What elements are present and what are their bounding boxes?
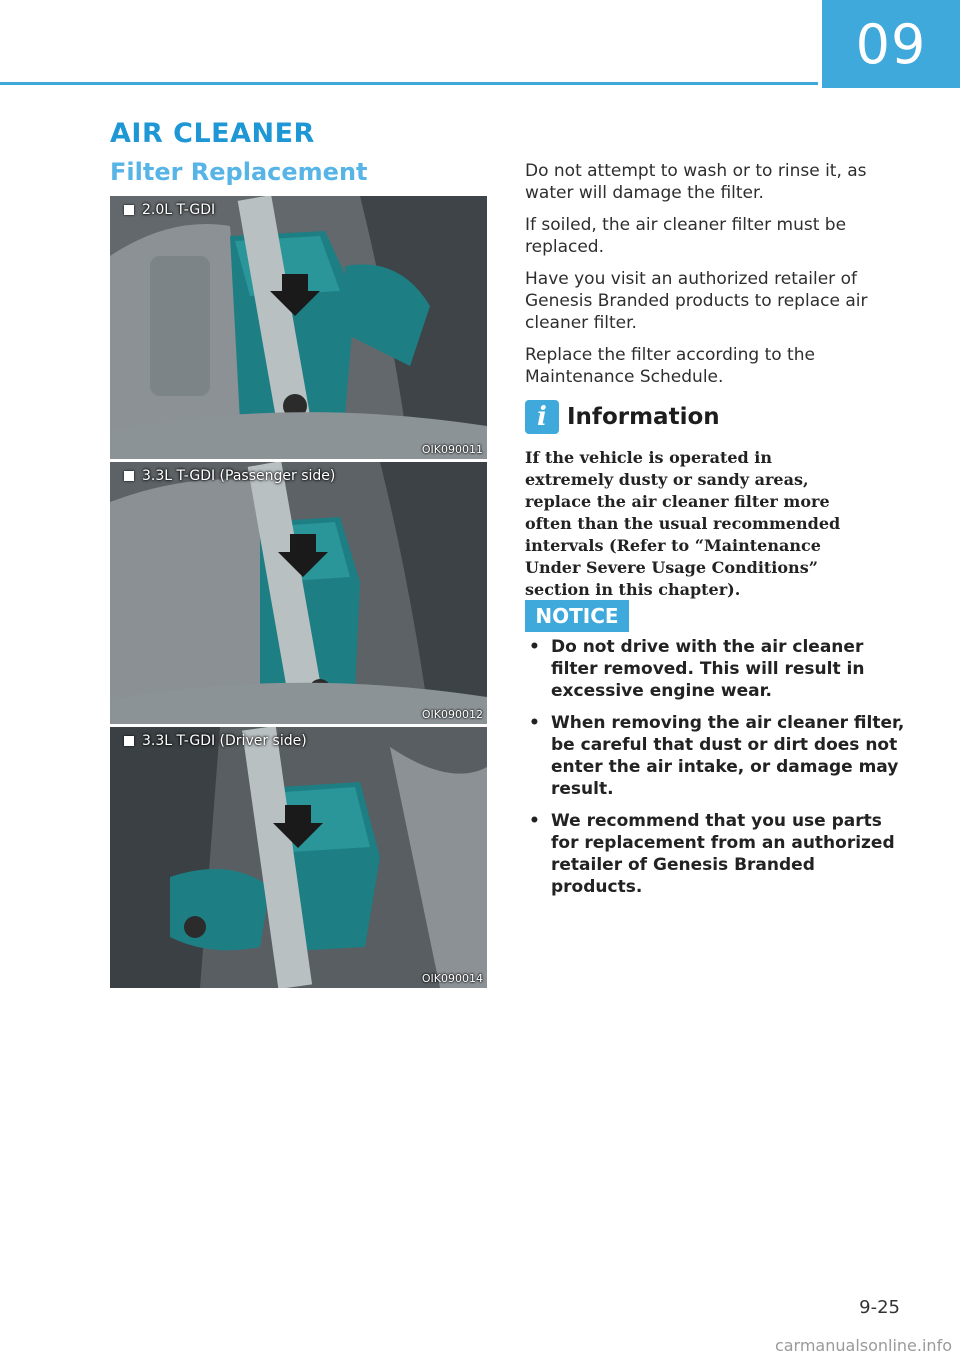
figure-code: OIK090014	[421, 972, 483, 985]
subsection-title: Filter Replacement	[110, 158, 368, 186]
body-text: Do not attempt to wash or to rinse it, a…	[525, 160, 905, 398]
chapter-tab: 09	[822, 0, 960, 88]
figure-label-text: 3.3L T-GDI (Driver side)	[142, 733, 307, 749]
notice-item: When removing the air cleaner filter, be…	[525, 712, 905, 800]
notice-badge: NOTICE	[525, 600, 629, 632]
bullet-square-icon	[124, 205, 134, 215]
watermark: carmanualsonline.info	[774, 1336, 952, 1355]
engine-bay-illustration	[110, 727, 487, 988]
paragraph: If soiled, the air cleaner filter must b…	[525, 215, 847, 257]
engine-photo-3-3l-passenger: 3.3L T-GDI (Passenger side) OIK090012	[110, 462, 487, 724]
engine-photo-2-0l: 2.0L T-GDI OIK090011	[110, 196, 487, 459]
figure-label-text: 3.3L T-GDI (Passenger side)	[142, 468, 336, 484]
figure-label: 3.3L T-GDI (Driver side)	[124, 733, 307, 749]
bullet-square-icon	[124, 736, 134, 746]
engine-photo-3-3l-driver: 3.3L T-GDI (Driver side) OIK090014	[110, 727, 487, 988]
figure-code: OIK090012	[421, 708, 483, 721]
page-number: 9-25	[859, 1297, 900, 1318]
paragraph: Replace the filter according to the Main…	[525, 345, 815, 387]
info-icon: i	[525, 400, 559, 434]
notice-list: Do not drive with the air cleaner filter…	[525, 636, 905, 908]
notice-item: We recommend that you use parts for repl…	[525, 810, 905, 898]
notice-item: Do not drive with the air cleaner filter…	[525, 636, 905, 702]
engine-bay-illustration	[110, 462, 487, 724]
figure-label: 3.3L T-GDI (Passenger side)	[124, 468, 335, 484]
header-rule	[0, 82, 818, 85]
engine-bay-illustration	[110, 196, 487, 459]
paragraph: Do not attempt to wash or to rinse it, a…	[525, 161, 867, 203]
figure-code: OIK090011	[421, 443, 483, 456]
information-text: If the vehicle is operated in extremely …	[525, 448, 841, 599]
information-heading: i Information	[525, 400, 720, 434]
section-title: AIR CLEANER	[110, 118, 315, 149]
information-title: Information	[567, 404, 720, 430]
bullet-square-icon	[124, 471, 134, 481]
paragraph: Have you visit an authorized retailer of…	[525, 269, 868, 333]
figure-label: 2.0L T-GDI	[124, 202, 215, 218]
figure-label-text: 2.0L T-GDI	[142, 202, 216, 218]
